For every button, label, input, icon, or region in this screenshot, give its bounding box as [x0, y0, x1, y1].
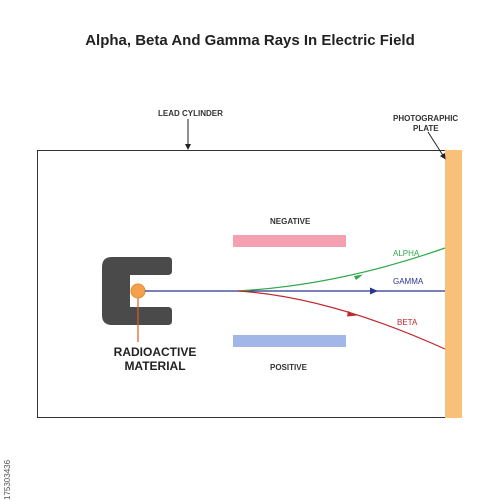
photographic-plate-label-line1: PHOTOGRAPHIC — [393, 114, 459, 123]
radioactive-material-label-line2: MATERIAL — [124, 359, 186, 373]
radioactive-material-label-line1: RADIOACTIVE — [113, 345, 197, 359]
gamma-arrowhead — [370, 287, 378, 295]
photographic-plate-pointer — [427, 131, 446, 160]
photographic-plate — [445, 150, 462, 418]
diagram-title: Alpha, Beta And Gamma Rays In Electric F… — [85, 32, 415, 49]
gamma-label: GAMMA — [393, 277, 424, 286]
alpha-arrowhead — [354, 274, 363, 280]
beta-ray — [237, 290, 446, 350]
radioactive-source — [130, 283, 146, 299]
beta-arrowhead — [347, 311, 357, 317]
positive-label: POSITIVE — [270, 363, 307, 372]
photographic-plate-label-line2: PLATE — [413, 124, 439, 133]
stock-id: 175303436 — [3, 459, 12, 500]
positive-plate — [233, 335, 346, 347]
alpha-ray — [237, 247, 446, 292]
negative-label: NEGATIVE — [270, 217, 311, 226]
lead-block — [102, 257, 172, 325]
negative-plate — [233, 235, 346, 247]
beta-label: BETA — [397, 318, 418, 327]
alpha-label: ALPHA — [393, 249, 420, 258]
lead-cylinder-label: LEAD CYLINDER — [158, 109, 223, 118]
